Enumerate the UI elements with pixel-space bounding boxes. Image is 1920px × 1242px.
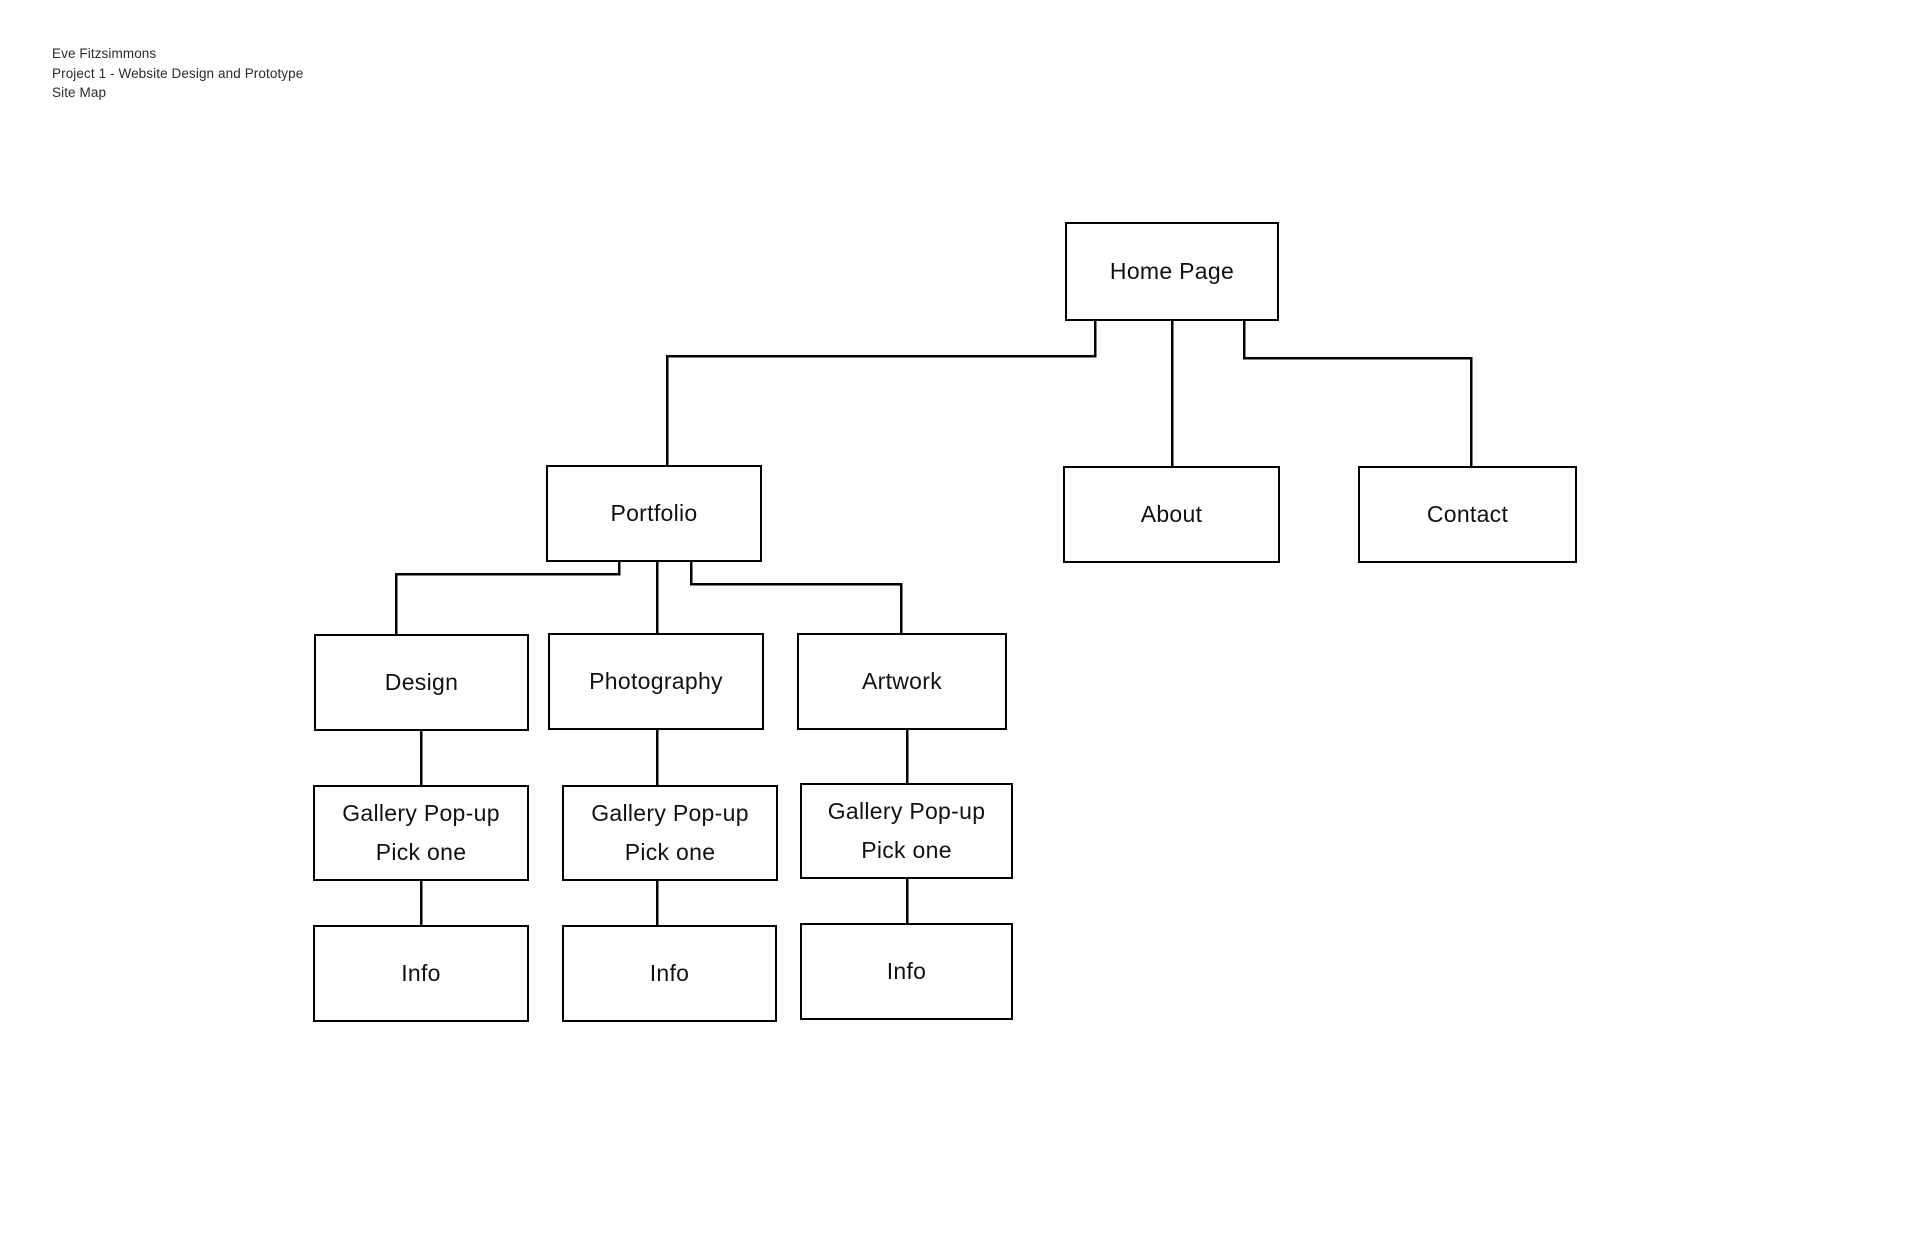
node-label: Design xyxy=(384,669,459,696)
node-contact[interactable]: Contact xyxy=(1358,466,1577,563)
header-block: Eve Fitzsimmons Project 1 - Website Desi… xyxy=(52,44,303,103)
node-label-line2: Pick one xyxy=(624,839,716,865)
node-label: Photography xyxy=(589,668,723,695)
edge-home-to-portfolio xyxy=(665,321,1097,465)
node-info-design[interactable]: Info xyxy=(313,925,529,1022)
edge-portfolio-to-artwork xyxy=(689,562,903,633)
node-design[interactable]: Design xyxy=(314,634,529,731)
node-label: Info xyxy=(649,960,690,987)
document-type: Site Map xyxy=(52,85,107,100)
node-label: Info xyxy=(886,958,927,985)
node-photography[interactable]: Photography xyxy=(548,633,764,730)
node-gallery-popup-photography[interactable]: Gallery Pop-up Pick one xyxy=(562,785,778,881)
node-info-photography[interactable]: Info xyxy=(562,925,777,1022)
node-about[interactable]: About xyxy=(1063,466,1280,563)
node-label-line1: Gallery Pop-up xyxy=(591,799,749,826)
node-label: Artwork xyxy=(861,668,943,695)
node-label-line2: Pick one xyxy=(375,839,467,865)
node-label-line1: Gallery Pop-up xyxy=(827,797,986,824)
node-label: Info xyxy=(401,960,441,987)
node-label-line2: Pick one xyxy=(861,837,952,863)
node-info-artwork[interactable]: Info xyxy=(800,923,1013,1020)
node-artwork[interactable]: Artwork xyxy=(797,633,1007,730)
node-label: About xyxy=(1140,501,1203,528)
edge-home-to-contact xyxy=(1242,321,1473,466)
node-label: Home Page xyxy=(1109,258,1235,285)
node-gallery-popup-artwork[interactable]: Gallery Pop-up Pick one xyxy=(800,783,1013,879)
project-title: Project 1 - Website Design and Prototype xyxy=(52,65,304,81)
edge-portfolio-to-design xyxy=(394,562,621,634)
node-label: Portfolio xyxy=(610,500,698,527)
node-label-line1: Gallery Pop-up xyxy=(342,799,500,826)
author-name: Eve Fitzsimmons xyxy=(52,46,157,61)
node-home-page[interactable]: Home Page xyxy=(1065,222,1279,321)
node-label: Contact xyxy=(1426,501,1509,528)
node-gallery-popup-design[interactable]: Gallery Pop-up Pick one xyxy=(313,785,529,881)
node-portfolio[interactable]: Portfolio xyxy=(546,465,762,562)
